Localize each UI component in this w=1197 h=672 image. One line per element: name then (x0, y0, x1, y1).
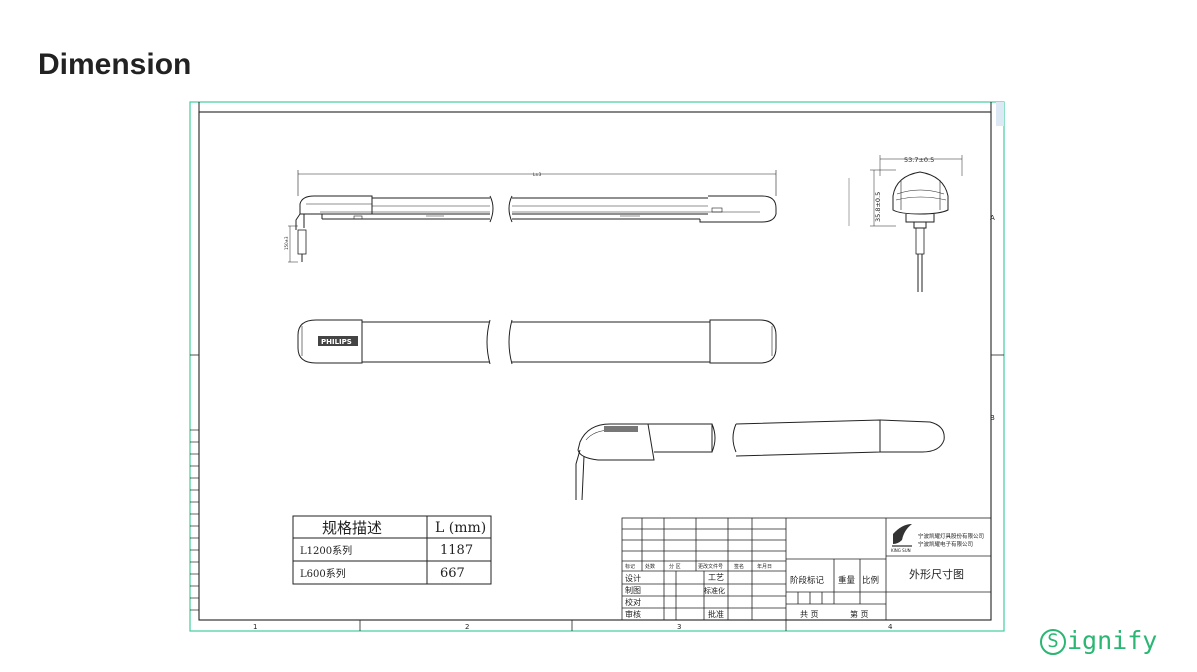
block-label-weight: 重量 (838, 575, 856, 586)
block-label-draw: 制图 (625, 585, 641, 595)
block-label-check: 校对 (625, 597, 641, 607)
block-label-approve: 批准 (708, 609, 724, 619)
spec-row-model: L1200系列 (300, 544, 352, 557)
block-label-standard: 标准化 (704, 586, 725, 595)
zone-label-3: 3 (677, 623, 681, 631)
brand-text: PHILIPS (321, 338, 352, 346)
block-label-sheets-total: 共 页 (800, 610, 819, 619)
top-view (297, 319, 777, 365)
drawing-name: 外形尺寸图 (909, 567, 964, 581)
company-logo (892, 524, 912, 547)
rev-header: 处数 (645, 563, 655, 570)
dim-length: L±3 (533, 172, 542, 177)
spec-header-length: L (mm) (435, 520, 486, 536)
block-label-scale: 比例 (862, 575, 879, 586)
company-name: 宁波凯耀电子有限公司 (918, 540, 973, 548)
zone-label-a: A (990, 214, 995, 222)
block-label-process: 工艺 (708, 573, 724, 582)
signify-logo-text: ignify (1067, 626, 1158, 655)
end-view (848, 155, 963, 292)
company-name: 宁波凯耀灯具股份有限公司 (918, 532, 984, 540)
block-label-design: 设计 (625, 573, 641, 583)
spec-header-desc: 规格描述 (322, 519, 382, 537)
dim-width: 53.7±0.5 (904, 156, 934, 164)
block-label-review: 审核 (625, 609, 641, 619)
spec-row-length: 667 (440, 566, 465, 581)
zone-label-4: 4 (888, 623, 893, 631)
zone-label-2: 2 (465, 623, 469, 631)
rev-header: 更改文件号 (698, 563, 723, 570)
zone-label-b: B (990, 414, 995, 422)
dim-height: 35.8±0.5 (874, 192, 882, 222)
spec-row-model: L600系列 (300, 567, 346, 580)
rev-header: 年月日 (757, 563, 772, 570)
rev-header: 标记 (625, 563, 635, 570)
block-label-stage: 阶段标记 (790, 575, 825, 586)
rev-header: 分 区 (669, 563, 681, 570)
rev-header: 签名 (734, 563, 744, 570)
inner-border (198, 111, 992, 621)
slide-title: Dimension (38, 48, 192, 81)
zone-label-1: 1 (253, 623, 257, 631)
side-view (288, 170, 777, 263)
company-logo-text: KING SUN (891, 548, 911, 553)
spec-row-length: 1187 (440, 543, 473, 558)
signify-logo-s: S (1040, 629, 1066, 655)
block-label-sheet-no: 第 页 (850, 609, 869, 619)
spec-table (292, 515, 492, 585)
perspective-view (575, 419, 945, 501)
drawing-frame (189, 101, 1005, 632)
dim-cable: 150±3 (284, 236, 289, 250)
title-block (621, 517, 992, 621)
